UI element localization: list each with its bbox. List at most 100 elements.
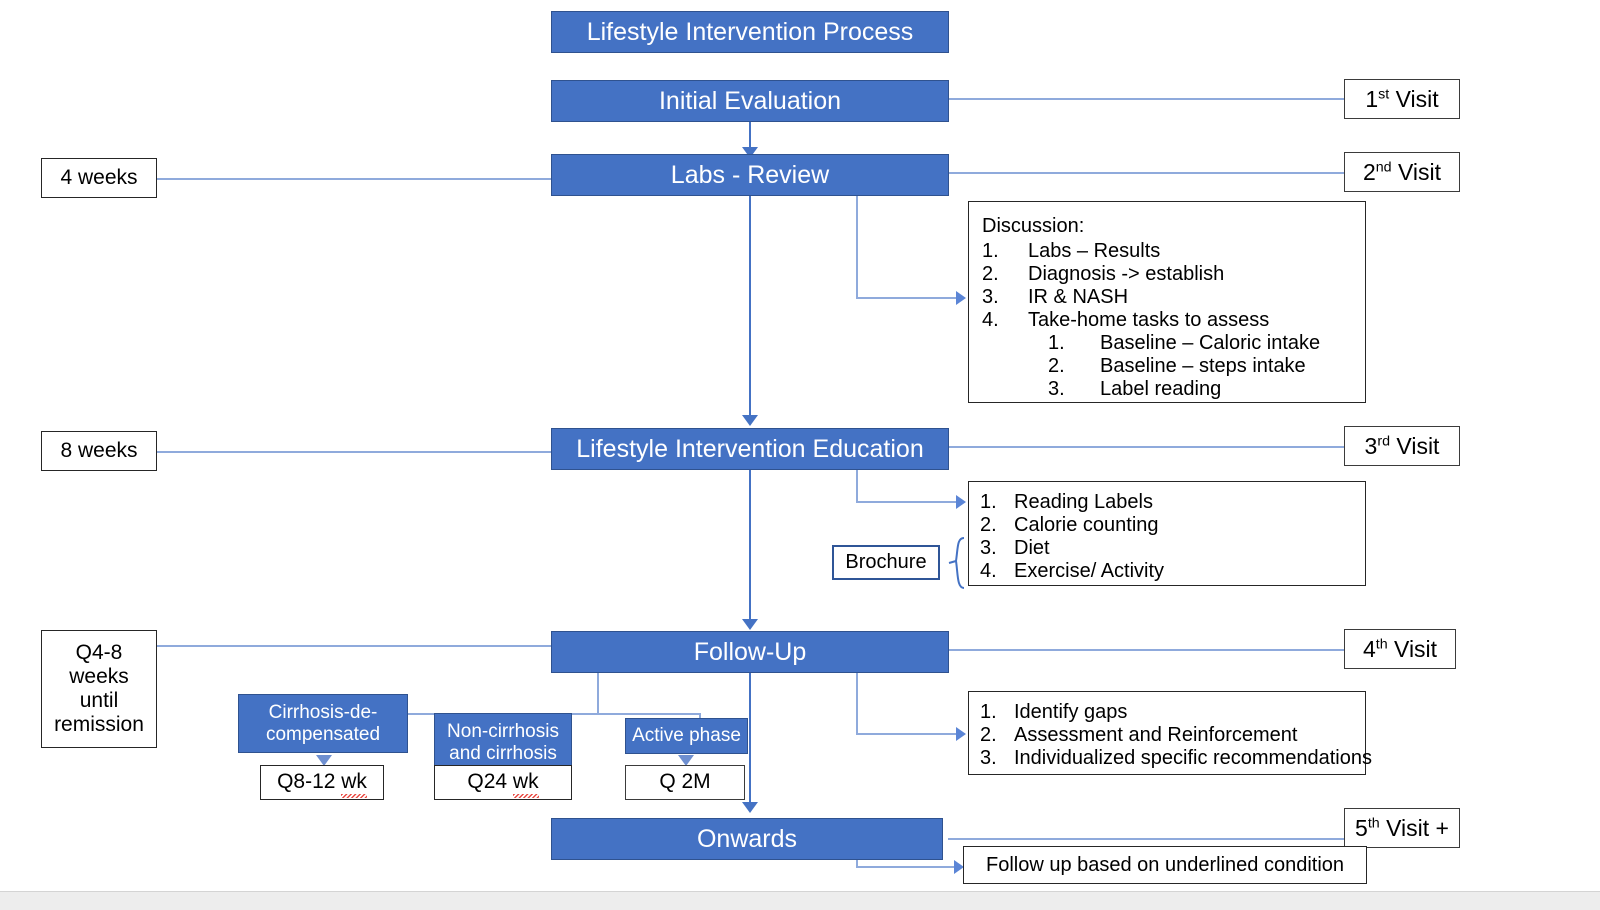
stage-initial-evaluation[interactable]: Initial Evaluation xyxy=(551,80,949,122)
discussion-item-2-text: Diagnosis -> establish xyxy=(1028,263,1225,285)
visit-3-suffix: rd xyxy=(1377,433,1391,450)
discussion-subitem-list: 1. Baseline – Caloric intake 2. Baseline… xyxy=(1048,332,1365,401)
visit-1-suffix: st xyxy=(1378,86,1390,103)
followup-item-3-num: 3. xyxy=(980,747,997,769)
branch-cirrhosis-decompensated-interval[interactable]: Q8-12 wk xyxy=(260,765,384,800)
stage-labs-review-label: Labs - Review xyxy=(670,161,830,189)
education-item-3-text: Diet xyxy=(1014,537,1050,559)
connector-followup-elbow-horizontal xyxy=(856,733,960,735)
discussion-item-list: 1. Labs – Results 2. Diagnosis -> establ… xyxy=(982,240,1365,332)
discussion-item-4-num: 4. xyxy=(982,309,999,331)
education-item-2-num: 2. xyxy=(980,514,997,536)
branch-non-cirrhosis-line2: and cirrhosis xyxy=(449,742,557,764)
connector-followup-to-onwards xyxy=(749,673,751,808)
connector-labs-to-visit2 xyxy=(948,172,1344,174)
stage-lifestyle-intervention-education[interactable]: Lifestyle Intervention Education xyxy=(551,428,949,470)
stage-follow-up[interactable]: Follow-Up xyxy=(551,631,949,673)
stage-onwards[interactable]: Onwards xyxy=(551,818,943,860)
stage-initial-evaluation-label: Initial Evaluation xyxy=(658,87,842,115)
list-item: 3. Label reading xyxy=(1048,378,1365,401)
discussion-subitem-2-num: 2. xyxy=(1048,355,1065,377)
followup-item-3-text: Individualized specific recommendations xyxy=(1014,747,1372,769)
interval-until-remission-line3: until xyxy=(79,689,119,712)
education-topics-box: 1. Reading Labels 2. Calorie counting 3.… xyxy=(968,481,1366,586)
education-item-4-num: 4. xyxy=(980,560,997,582)
connector-labs-elbow-horizontal xyxy=(856,297,960,299)
visit-3-box[interactable]: 3rd Visit xyxy=(1344,426,1460,466)
diagram-title: Lifestyle Intervention Process xyxy=(551,11,949,53)
visit-2-box[interactable]: 2nd Visit xyxy=(1344,152,1460,192)
followup-item-2-num: 2. xyxy=(980,724,997,746)
stage-labs-review[interactable]: Labs - Review xyxy=(551,154,949,196)
branch-1-interval-misspelled: wk xyxy=(512,770,539,794)
discussion-item-4-text: Take-home tasks to assess xyxy=(1028,309,1270,331)
branch-non-cirrhosis-and-cirrhosis[interactable]: Non-cirrhosis and cirrhosis xyxy=(434,713,572,772)
connector-followup-to-visit4 xyxy=(948,649,1344,651)
branch-0-interval-pre: Q8-12 xyxy=(277,770,342,794)
interval-four-weeks-box[interactable]: 4 weeks xyxy=(41,158,157,198)
interval-until-remission-box[interactable]: Q4-8 weeks until remission xyxy=(41,630,157,748)
onwards-note-label: Follow up based on underlined condition xyxy=(985,853,1345,876)
list-item: 4. Exercise/ Activity xyxy=(980,560,1365,583)
arrow-cirrhosis-to-interval xyxy=(316,755,332,766)
connector-onwards-to-visit5 xyxy=(948,838,1344,840)
visit-1-ordinal: 1 xyxy=(1365,85,1379,112)
branch-active-phase-interval[interactable]: Q 2M xyxy=(625,765,745,800)
arrow-education-to-followup xyxy=(742,619,758,630)
arrow-initial-to-labs xyxy=(742,147,758,158)
education-topics-list: 1. Reading Labels 2. Calorie counting 3.… xyxy=(980,491,1365,583)
brochure-box[interactable]: Brochure xyxy=(832,545,940,580)
arrow-education-to-list xyxy=(956,495,966,509)
branch-cirrhosis-decompensated[interactable]: Cirrhosis-de- compensated xyxy=(238,694,408,753)
arrow-onwards-to-note xyxy=(954,860,964,874)
diagram-title-label: Lifestyle Intervention Process xyxy=(586,18,914,46)
education-item-1-num: 1. xyxy=(980,491,997,513)
list-item: 3. Diet xyxy=(980,537,1365,560)
bottom-scrollbar[interactable] xyxy=(0,891,1600,910)
list-item: 2. Baseline – steps intake xyxy=(1048,355,1365,378)
connector-education-to-visit3 xyxy=(948,446,1344,448)
branch-non-cirrhosis-interval[interactable]: Q24 wk xyxy=(434,765,572,800)
list-item: 3. IR & NASH xyxy=(982,286,1365,309)
connector-initial-to-labs xyxy=(749,122,751,152)
discussion-subitem-2-text: Baseline – steps intake xyxy=(1100,355,1306,377)
visit-4-box[interactable]: 4th Visit xyxy=(1344,629,1456,669)
interval-eight-weeks-label: 8 weeks xyxy=(60,438,138,462)
visit-4-suffix: th xyxy=(1375,636,1388,653)
visit-2-word: Visit xyxy=(1398,158,1442,185)
discussion-subitem-3-num: 3. xyxy=(1048,378,1065,400)
onwards-note-box: Follow up based on underlined condition xyxy=(963,846,1367,884)
interval-eight-weeks-box[interactable]: 8 weeks xyxy=(41,431,157,471)
list-item: 2. Calorie counting xyxy=(980,514,1365,537)
education-item-2-text: Calorie counting xyxy=(1014,514,1159,536)
connector-onwards-elbow-vertical xyxy=(856,852,858,868)
branch-active-phase[interactable]: Active phase xyxy=(625,718,748,754)
list-item: 1. Identify gaps xyxy=(980,701,1365,724)
visit-1-box[interactable]: 1st Visit xyxy=(1344,79,1460,119)
list-item: 1. Labs – Results xyxy=(982,240,1365,263)
visit-4-ordinal: 4 xyxy=(1362,635,1376,662)
branch-non-cirrhosis-line1: Non-cirrhosis xyxy=(447,721,559,743)
education-item-1-text: Reading Labels xyxy=(1014,491,1153,513)
discussion-item-1-text: Labs – Results xyxy=(1028,240,1161,262)
list-item: 3. Individualized specific recommendatio… xyxy=(980,747,1372,770)
visit-2-label: 2nd Visit xyxy=(1363,159,1441,185)
arrow-activephase-to-interval xyxy=(678,755,694,766)
discussion-item-2-num: 2. xyxy=(982,263,999,285)
discussion-subitem-3-text: Label reading xyxy=(1100,378,1222,400)
arrow-followup-to-onwards xyxy=(742,802,758,813)
connector-education-elbow-vertical xyxy=(856,470,858,503)
brochure-label: Brochure xyxy=(845,551,927,573)
visit-5-box[interactable]: 5th Visit + xyxy=(1344,808,1460,848)
connector-remission-to-followup xyxy=(157,645,551,647)
stage-lifestyle-intervention-education-label: Lifestyle Intervention Education xyxy=(576,435,924,463)
connector-branch-trunk xyxy=(597,673,599,715)
visit-3-label: 3rd Visit xyxy=(1365,433,1440,459)
connector-fourweeks-to-labs xyxy=(157,178,551,180)
connector-initial-to-visit1 xyxy=(948,98,1344,100)
discussion-subitem-1-text: Baseline – Caloric intake xyxy=(1100,332,1321,354)
visit-1-word: Visit xyxy=(1395,85,1439,112)
visit-4-word: Visit xyxy=(1394,635,1438,662)
branch-cirrhosis-decompensated-interval-label: Q8-12 wk xyxy=(277,770,367,794)
